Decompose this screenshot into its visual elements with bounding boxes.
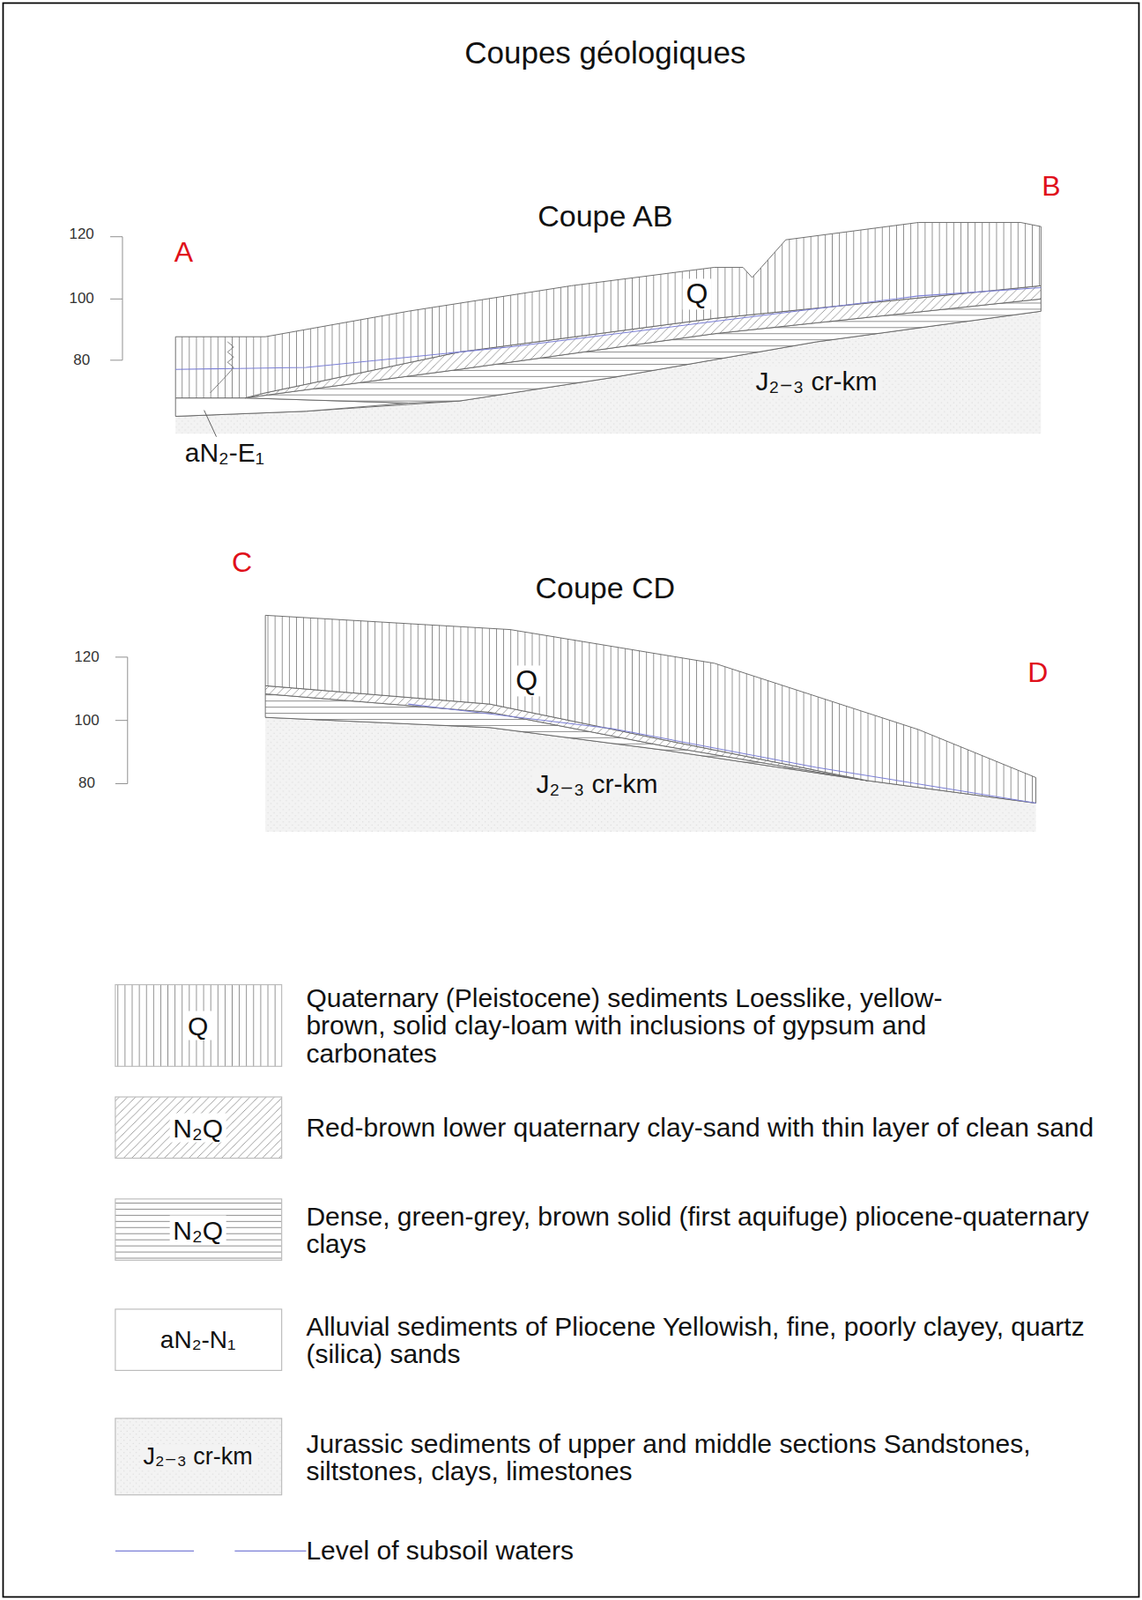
legend-text: Red-brown lower quaternary clay-sand wit… bbox=[305, 1113, 1099, 1142]
swatch-code: aN₂-N₁ bbox=[156, 1326, 240, 1354]
elevation-tick: 100 bbox=[74, 711, 99, 729]
elevation-tick: 120 bbox=[68, 226, 94, 244]
swatch-code: J₂₋₃ cr-km bbox=[140, 1444, 257, 1471]
elevation-tick: 120 bbox=[74, 649, 99, 667]
swatch-code: N₂Q bbox=[169, 1112, 227, 1142]
section-end: A bbox=[174, 237, 193, 269]
unit-label: Q bbox=[511, 665, 542, 697]
legend-swatches bbox=[115, 985, 307, 1552]
diagram-title: Coupes géologiques bbox=[464, 36, 746, 71]
elevation-tick: 80 bbox=[73, 351, 90, 369]
section-end: C bbox=[231, 548, 253, 579]
swatch-code: N₂Q bbox=[169, 1215, 227, 1245]
section-ab bbox=[110, 222, 1041, 437]
section-end: D bbox=[1027, 658, 1048, 690]
section-title: Coupe CD bbox=[534, 572, 675, 606]
unit-label: J₂₋₃ cr-km bbox=[752, 366, 882, 396]
unit-label: Q bbox=[682, 278, 712, 310]
legend-text: Jurassic sediments of upper and middle s… bbox=[305, 1429, 1099, 1485]
section-cd bbox=[115, 615, 1037, 832]
legend-text: Alluvial sediments of Pliocene Yellowish… bbox=[305, 1312, 1099, 1368]
section-end: B bbox=[1041, 170, 1061, 202]
elevation-tick: 100 bbox=[68, 290, 94, 308]
unit-label: aN₂-E₁ bbox=[181, 437, 268, 468]
legend-text: Level of subsoil waters bbox=[305, 1537, 1099, 1566]
legend-text: Quaternary (Pleistocene) sediments Loess… bbox=[305, 984, 1011, 1068]
unit-label: J₂₋₃ cr-km bbox=[533, 769, 662, 799]
elevation-tick: 80 bbox=[78, 775, 96, 793]
legend-text: Dense, green-grey, brown solid (first aq… bbox=[305, 1201, 1099, 1258]
swatch-code: Q bbox=[184, 1010, 212, 1040]
section-title: Coupe AB bbox=[537, 200, 673, 233]
